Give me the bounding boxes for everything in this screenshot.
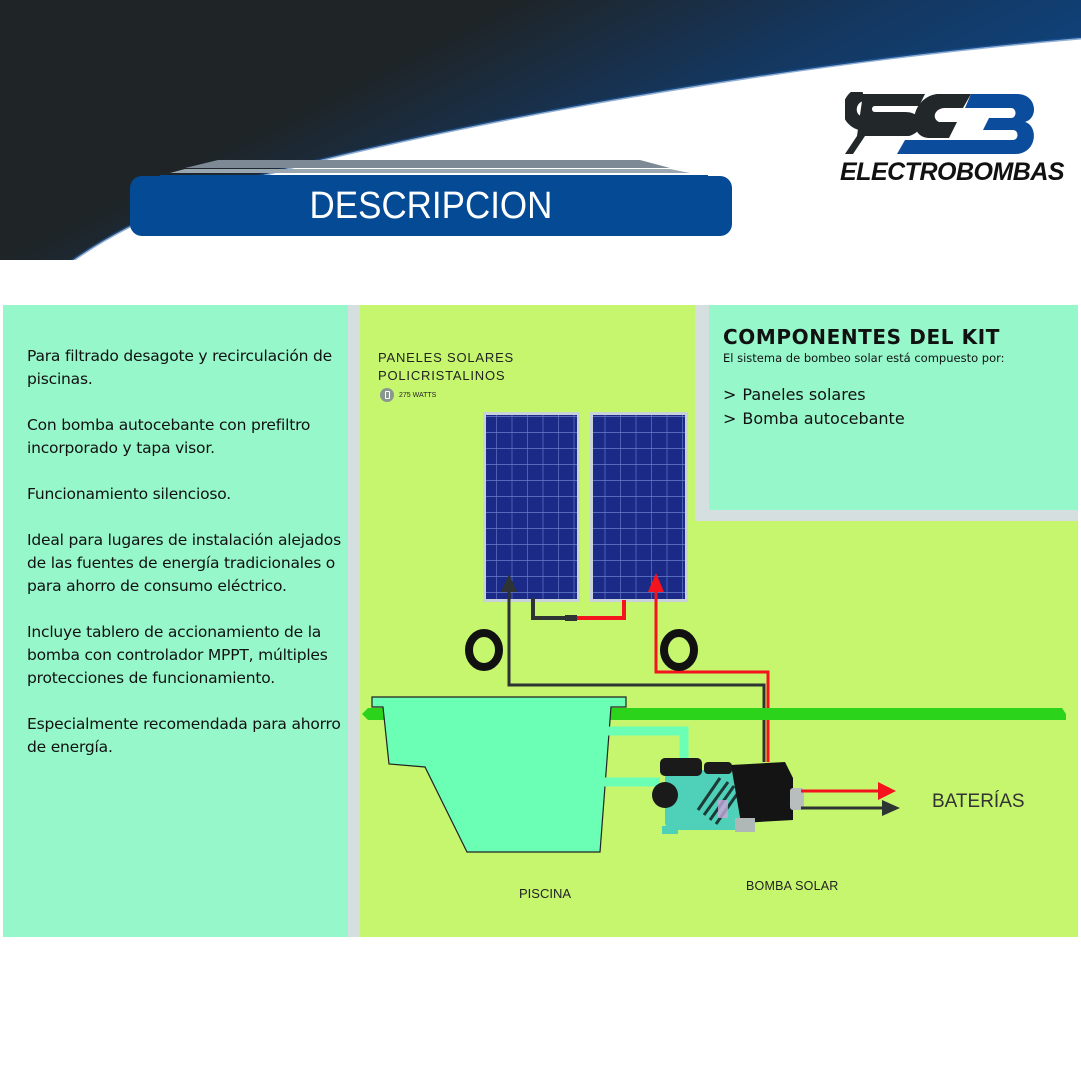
chevron-right-icon: > [723, 409, 737, 428]
feature-item: Ideal para lugares de instalación alejad… [27, 531, 341, 595]
cable-coil-left [465, 629, 503, 671]
cable-coil-right [660, 629, 698, 671]
kit-item: > Paneles solares [723, 383, 1064, 407]
kit-item-label: Paneles solares [742, 385, 866, 404]
kit-title: COMPONENTES DEL KIT [723, 325, 1001, 349]
description-panel: Para filtrado desagote y recirculación d… [3, 305, 348, 937]
pump-label: BOMBA SOLAR [746, 879, 839, 893]
solar-panel-right [590, 412, 688, 602]
panel-separator [348, 305, 360, 937]
pool-label: PISCINA [519, 886, 572, 901]
solar-pump-icon [652, 758, 804, 834]
pool-shape [371, 696, 627, 853]
kit-components-box: COMPONENTES DEL KIT El sistema de bombeo… [695, 305, 1078, 521]
feature-list: Para filtrado desagote y recirculación d… [27, 345, 347, 782]
page-title: DESCRIPCION [309, 184, 553, 227]
panel-power-rating: 275 WATTS [380, 388, 436, 402]
feature-item: Para filtrado desagote y recirculación d… [27, 347, 332, 388]
logo-wordmark: ELECTROBOMBAS [840, 158, 1065, 186]
kit-subtitle: El sistema de bombeo solar está compuest… [723, 351, 1005, 365]
feature-item: Con bomba autocebante con prefiltro inco… [27, 416, 311, 457]
scb-logo-mark-icon [845, 92, 1035, 154]
feature-item: Incluye tablero de accionamiento de la b… [27, 623, 328, 687]
solar-panels-label: PANELES SOLARES POLICRISTALINOS [378, 350, 515, 383]
battery-icon [380, 388, 394, 402]
batteries-label: BATERÍAS [932, 791, 1025, 812]
kit-list: > Paneles solares > Bomba autocebante [723, 383, 1064, 431]
kit-item-label: Bomba autocebante [742, 409, 905, 428]
feature-item: Especialmente recomendada para ahorro de… [27, 715, 341, 756]
chevron-right-icon: > [723, 385, 737, 404]
watts-label: 275 WATTS [399, 391, 437, 399]
company-logo: ELECTROBOMBAS [840, 92, 1065, 200]
feature-item: Funcionamiento silencioso. [27, 485, 231, 503]
solar-panel-left [483, 412, 580, 602]
header-swoosh [0, 0, 1081, 260]
section-title-banner: DESCRIPCION [130, 176, 732, 236]
kit-item: > Bomba autocebante [723, 407, 1064, 431]
